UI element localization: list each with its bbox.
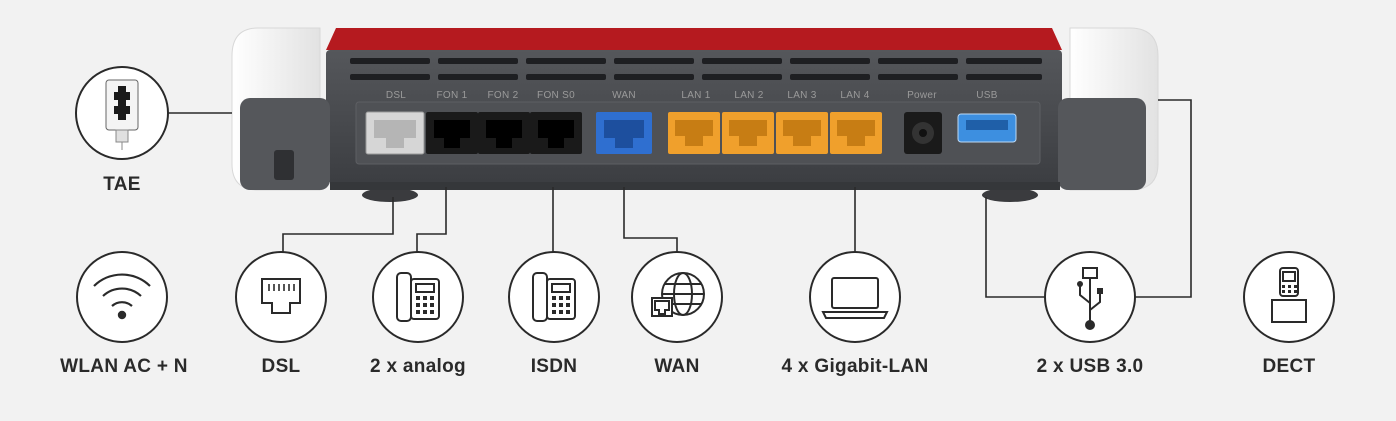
port-label-fons0: FON S0 [537, 90, 575, 101]
globe-icon [631, 251, 723, 343]
tae-icon [75, 66, 169, 160]
feature-label-dect: DECT [1262, 356, 1316, 377]
feature-label-wlan: WLAN AC + N [60, 356, 188, 377]
router-right-side [1058, 98, 1146, 190]
lan2-port [722, 112, 774, 154]
fon2-port [478, 112, 530, 154]
feature-icons [76, 251, 1335, 343]
line-usb-right [1134, 99, 1192, 298]
feature-label-analog: 2 x analog [370, 356, 466, 377]
router-red-top [326, 28, 1062, 50]
port-label-lan3: LAN 3 [787, 90, 816, 101]
lan3-port [776, 112, 828, 154]
port-label-fon2: FON 2 [488, 90, 519, 101]
router-left-side [240, 98, 330, 190]
feature-label-dsl: DSL [261, 356, 301, 377]
ports [365, 111, 1017, 155]
feature-label-usb: 2 x USB 3.0 [1036, 356, 1144, 377]
line-analog [416, 187, 447, 260]
wifi-icon [76, 251, 168, 343]
port-label-lan2: LAN 2 [734, 90, 763, 101]
usb-port [957, 113, 1017, 143]
wan-port [596, 112, 652, 154]
usb-icon [1044, 251, 1136, 343]
line-usb-left [985, 197, 1048, 298]
lan4-port [830, 112, 882, 154]
power-port [904, 112, 942, 154]
port-label-usb: USB [976, 90, 997, 101]
fons0-port [530, 112, 582, 154]
dsl-port-icon [235, 251, 327, 343]
port-label-lan1: LAN 1 [681, 90, 710, 101]
dsl-port [365, 111, 425, 155]
fon1-port [426, 112, 478, 154]
tae-label: TAE [103, 174, 141, 195]
port-labels: DSL FON 1 FON 2 FON S0 WAN LAN 1 LAN 2 L… [386, 90, 998, 101]
phone-icon-isdn [508, 251, 600, 343]
port-label-dsl: DSL [386, 90, 406, 101]
feature-label-isdn: ISDN [530, 356, 578, 377]
port-label-fon1: FON 1 [437, 90, 468, 101]
connector-lines [168, 99, 1192, 298]
lan1-port [668, 112, 720, 154]
port-label-wan: WAN [612, 90, 636, 101]
port-label-power: Power [907, 90, 937, 101]
line-wan [623, 187, 678, 252]
feature-label-wan: WAN [654, 356, 700, 377]
router-vents [350, 58, 1042, 80]
phone-icon [372, 251, 464, 343]
line-dsl [282, 197, 394, 260]
port-label-lan4: LAN 4 [840, 90, 869, 101]
laptop-icon [809, 251, 901, 343]
cordless-phone-icon [1243, 251, 1335, 343]
feature-label-lan: 4 x Gigabit-LAN [781, 356, 929, 377]
